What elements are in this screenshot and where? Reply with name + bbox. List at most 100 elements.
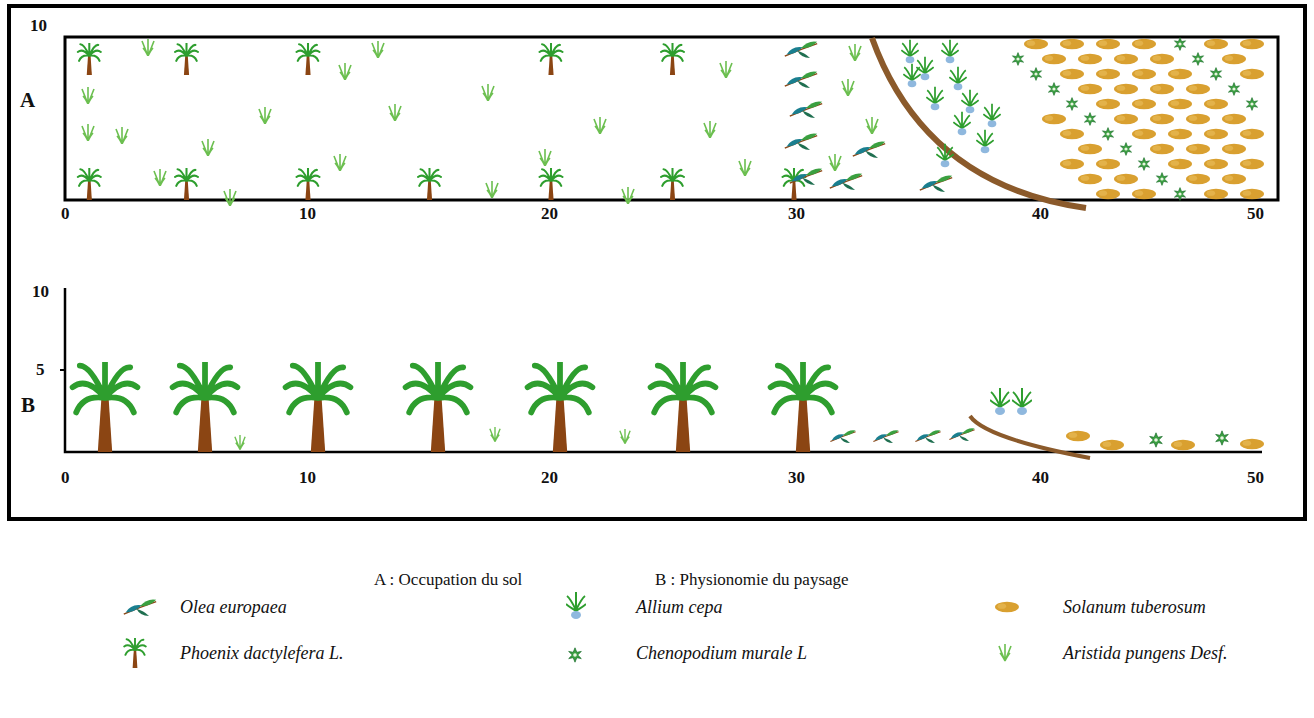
cheno-symbol [1216,431,1229,445]
onion-symbol [953,112,970,135]
legend-text: Aristida pungens Desf. [1063,643,1228,664]
grass-symbol [339,63,351,80]
potato-symbol [1096,99,1120,109]
grass-symbol [720,61,732,78]
potato-symbol [1132,39,1156,49]
axis-number: 0 [61,468,70,488]
grass-symbol [829,154,841,171]
cheno-symbol [1030,68,1041,81]
potato-symbol [1150,54,1174,64]
potato-symbol [1240,189,1264,199]
axis-number: 30 [788,204,805,224]
olive-symbol [853,141,885,158]
cheno-symbol [1150,433,1163,447]
panel-letter: B [21,393,35,418]
palm-symbol [78,168,101,200]
potato-symbol [1186,144,1210,154]
potato-symbol [1060,129,1084,139]
potato-symbol [1168,159,1192,169]
potato-symbol [1132,69,1156,79]
potato-symbol [1042,54,1066,64]
grass-symbol [142,39,154,56]
palm-symbol [175,43,198,75]
olive-symbol [785,41,817,58]
grass-symbol [389,104,401,121]
olive-symbol [830,173,862,190]
potato-symbol [1222,174,1246,184]
potato-symbol [1024,39,1048,49]
onion-symbol [936,144,953,167]
panel-caption: A : Occupation du sol [374,570,522,590]
cheno-symbol [1156,173,1167,186]
palm-symbol [782,168,805,200]
olive-symbol [785,71,817,88]
axis-number: 5 [36,360,45,380]
palm-symbol [771,362,836,452]
potato-symbol [1240,129,1264,139]
olive-symbol [790,101,822,118]
olive-symbol [873,430,898,443]
panel-caption: B : Physionomie du paysage [655,570,849,590]
potato-symbol [1078,84,1102,94]
potato-symbol [1186,174,1210,184]
grass-symbol [539,149,551,166]
palm-symbol [539,43,562,75]
potato-symbol [1096,39,1120,49]
palm-symbol [73,362,138,452]
grass-symbol [224,189,236,206]
potato-symbol [1150,144,1174,154]
onion-symbol [941,40,958,63]
cheno-symbol [1084,113,1095,126]
grass-symbol [154,169,166,186]
axis-number: 10 [299,468,316,488]
olive-symbol [830,430,855,443]
cheno-symbol [1192,53,1203,66]
olive-symbol [915,430,940,443]
onion-symbol [1012,388,1032,415]
grass-symbol [82,124,94,141]
potato-symbol [1204,189,1228,199]
potato-symbol [1078,144,1102,154]
palm-symbol [406,362,471,452]
potato-symbol [1060,159,1084,169]
grass-symbol [620,429,630,444]
potato-symbol [1240,159,1264,169]
potato-symbol [1132,129,1156,139]
potato-symbol [1240,39,1264,49]
legend-text: Phoenix dactylefera L. [180,643,343,664]
potato-symbol [1204,99,1228,109]
potato-symbol [995,602,1019,612]
palm-symbol [286,362,351,452]
palm-symbol [528,362,593,452]
cheno-symbol [1048,83,1059,96]
palm-symbol [124,638,146,668]
palm-symbol [418,168,441,200]
potato-symbol [1114,174,1138,184]
cheno-symbol [1174,38,1185,51]
legend-text: Olea europaea [180,597,287,618]
potato-symbol [1096,69,1120,79]
potato-symbol [1222,114,1246,124]
axis-number: 50 [1247,468,1264,488]
cheno-symbol [1012,53,1023,66]
potato-symbol [1240,439,1264,449]
cheno-symbol [1228,83,1239,96]
olive-symbol [124,599,156,616]
grass-symbol [849,44,861,61]
potato-symbol [1114,84,1138,94]
potato-symbol [1060,69,1084,79]
potato-symbol [1150,114,1174,124]
potato-symbol [1078,54,1102,64]
axis-number: 40 [1032,204,1049,224]
olive-symbol [785,133,817,150]
grass-symbol [842,79,854,96]
onion-symbol [566,592,586,619]
axis-number: 50 [1247,204,1264,224]
potato-symbol [1171,440,1195,450]
potato-symbol [1114,54,1138,64]
palm-symbol [651,362,716,452]
grass-symbol [259,107,271,124]
axis-number: 20 [541,468,558,488]
grass-symbol [704,121,716,138]
palm-symbol [175,168,198,200]
